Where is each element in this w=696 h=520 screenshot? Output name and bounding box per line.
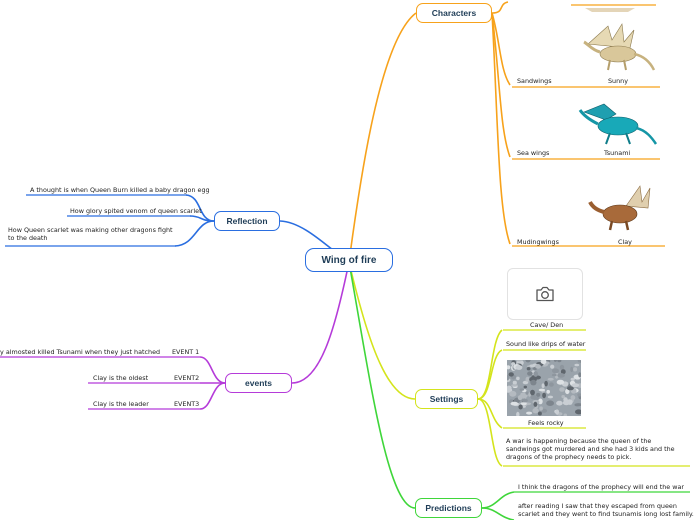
event-name: EVENT 1 bbox=[172, 348, 200, 356]
prediction-item: I think the dragons of the prophecy will… bbox=[518, 483, 685, 491]
reflection-item: A thought is when Queen Burn killed a ba… bbox=[30, 186, 210, 194]
branch-characters[interactable]: Characters bbox=[416, 3, 492, 23]
character-group-mudingwings: Mudingwings bbox=[517, 238, 559, 246]
character-group-sea-wings: Sea wings bbox=[517, 149, 550, 157]
branch-events[interactable]: events bbox=[225, 373, 292, 393]
branch-predictions[interactable]: Predictions bbox=[415, 498, 482, 518]
camera-icon bbox=[536, 286, 554, 302]
central-topic-label: Wing of fire bbox=[321, 254, 377, 266]
event-detail: Clay is the oldest bbox=[93, 374, 149, 382]
sea-dragon-image bbox=[576, 98, 658, 148]
branch-predictions-label: Predictions bbox=[425, 503, 472, 513]
mud-dragon-image bbox=[586, 184, 658, 232]
branch-settings-label: Settings bbox=[429, 394, 464, 404]
branch-characters-label: Characters bbox=[431, 8, 477, 18]
character-name-clay: Clay bbox=[618, 238, 632, 246]
central-topic[interactable]: Wing of fire bbox=[305, 248, 393, 272]
event-detail: y almosted killed Tsunami when they just… bbox=[0, 348, 161, 356]
rocky-texture-image bbox=[507, 360, 581, 416]
event-name: EVENT2 bbox=[174, 374, 200, 382]
branch-settings[interactable]: Settings bbox=[415, 389, 478, 409]
event-detail: Clay is the leader bbox=[93, 400, 149, 408]
top-cropped-dragon-fragment bbox=[580, 0, 640, 12]
setting-cave-den: Cave/ Den bbox=[530, 321, 564, 329]
event-name: EVENT3 bbox=[174, 400, 200, 408]
sand-dragon-image bbox=[578, 22, 658, 74]
setting-sound: Sound like drips of water bbox=[506, 340, 586, 348]
reflection-item: How Queen scarlet was making other drago… bbox=[8, 226, 173, 242]
setting-feels-rocky: Feels rocky bbox=[528, 419, 564, 427]
setting-war-description: A war is happening because the queen of … bbox=[506, 437, 675, 461]
reflection-item: How glory spited venom of queen scarlet bbox=[70, 207, 202, 215]
branch-reflection[interactable]: Reflection bbox=[214, 211, 280, 231]
image-placeholder-card[interactable] bbox=[507, 268, 583, 320]
branch-reflection-label: Reflection bbox=[226, 216, 268, 226]
prediction-item: after reading I saw that they escaped fr… bbox=[518, 502, 694, 518]
branch-events-label: events bbox=[245, 378, 272, 388]
character-group-sandwings: Sandwings bbox=[517, 77, 552, 85]
character-name-sunny: Sunny bbox=[608, 77, 628, 85]
character-name-tsunami: Tsunami bbox=[604, 149, 631, 157]
